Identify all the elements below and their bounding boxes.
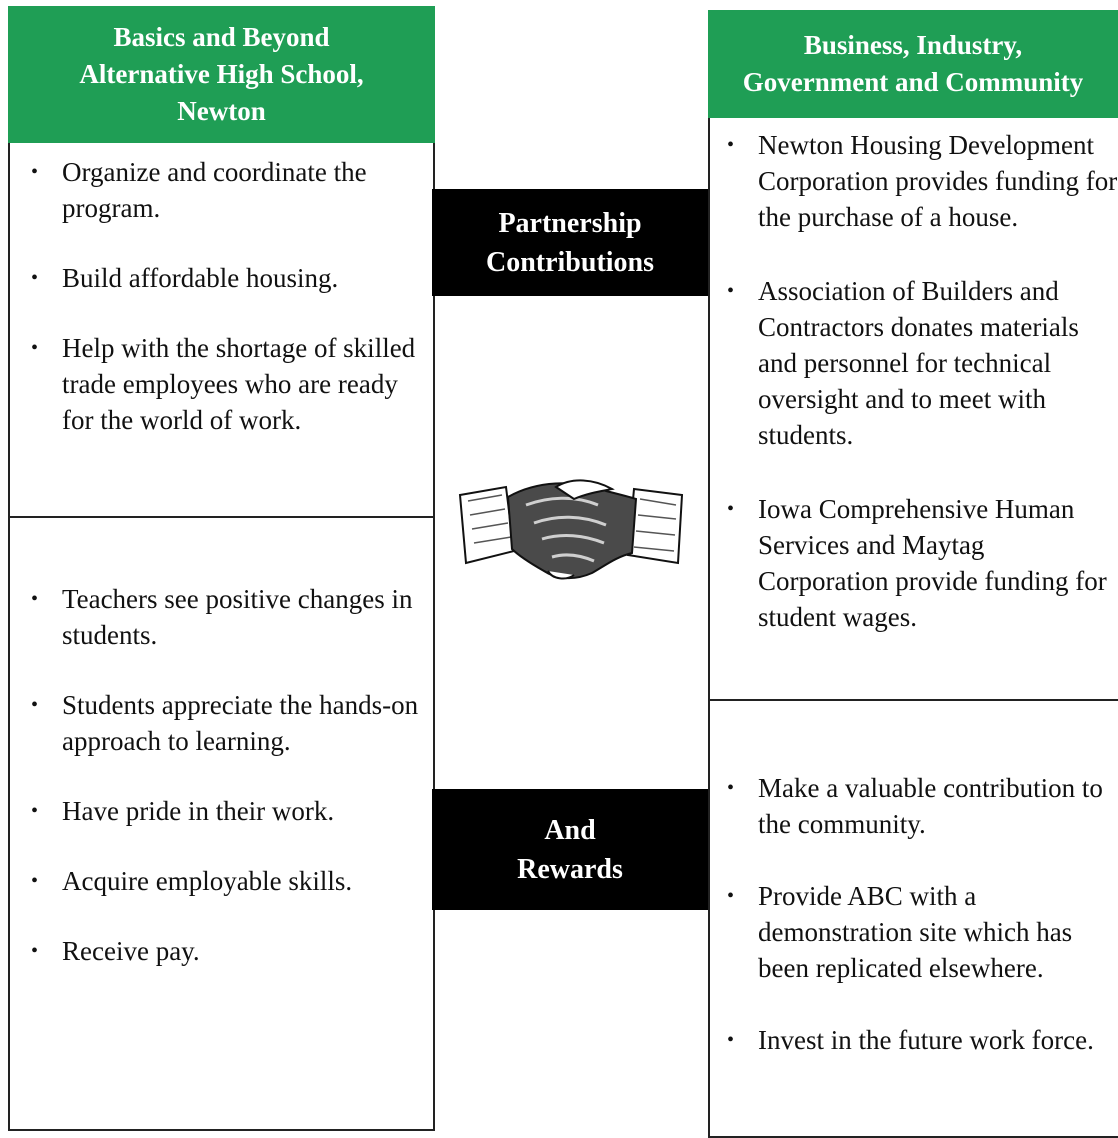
- bullet-icon: •: [31, 940, 39, 962]
- bullet-icon: •: [31, 588, 39, 610]
- bullet-icon: •: [727, 280, 735, 302]
- community-divider: [708, 699, 1118, 701]
- list-item: •Have pride in their work.: [31, 793, 432, 829]
- center-label-line: Rewards: [517, 853, 623, 885]
- school-header-line: Alternative High School,: [79, 59, 364, 89]
- school-header: Basics and Beyond Alternative High Schoo…: [8, 6, 435, 143]
- school-rewards-list: •Teachers see positive changes in studen…: [31, 581, 432, 1003]
- bullet-icon: •: [31, 337, 39, 359]
- list-item: •Iowa Comprehensive Human Services and M…: [727, 491, 1118, 635]
- bullet-icon: •: [727, 498, 735, 520]
- center-label-line: Partnership: [498, 207, 642, 239]
- list-item: •Organize and coordinate the program.: [31, 154, 432, 226]
- partnership-contributions-label: Partnership Contributions: [432, 189, 708, 296]
- handshake-icon: [458, 479, 684, 580]
- list-item: •Newton Housing Development Corporation …: [727, 127, 1118, 235]
- bullet-icon: •: [31, 870, 39, 892]
- community-header: Business, Industry, Government and Commu…: [708, 10, 1118, 118]
- community-contributions-list: •Newton Housing Development Corporation …: [727, 127, 1118, 673]
- list-item: •Receive pay.: [31, 933, 432, 969]
- community-header-line: Business, Industry,: [803, 30, 1023, 60]
- school-panel: [8, 143, 435, 1131]
- list-item: •Help with the shortage of skilled trade…: [31, 330, 432, 438]
- bullet-icon: •: [727, 134, 735, 156]
- list-item: •Association of Builders and Contractors…: [727, 273, 1118, 453]
- bullet-icon: •: [31, 161, 39, 183]
- bullet-icon: •: [31, 694, 39, 716]
- bullet-icon: •: [727, 1029, 735, 1051]
- list-item: •Build affordable housing.: [31, 260, 432, 296]
- list-item: •Provide ABC with a demonstration site w…: [727, 878, 1118, 986]
- bullet-icon: •: [31, 800, 39, 822]
- bullet-icon: •: [727, 777, 735, 799]
- school-header-line: Basics and Beyond: [113, 22, 330, 52]
- list-item: •Invest in the future work force.: [727, 1022, 1118, 1058]
- school-divider: [8, 516, 435, 518]
- list-item: •Acquire employable skills.: [31, 863, 432, 899]
- and-rewards-label: And Rewards: [432, 789, 708, 910]
- bullet-icon: •: [31, 267, 39, 289]
- list-item: •Teachers see positive changes in studen…: [31, 581, 432, 653]
- school-contributions-list: •Organize and coordinate the program. •B…: [31, 154, 432, 438]
- center-label-line: And: [544, 814, 596, 846]
- community-rewards-list: •Make a valuable contribution to the com…: [727, 770, 1118, 1094]
- list-item: •Students appreciate the hands-on approa…: [31, 687, 432, 759]
- center-label-line: Contributions: [485, 246, 655, 278]
- bullet-icon: •: [727, 885, 735, 907]
- community-header-line: Government and Community: [742, 67, 1084, 97]
- list-item: •Make a valuable contribution to the com…: [727, 770, 1118, 842]
- school-header-line: Newton: [177, 96, 266, 126]
